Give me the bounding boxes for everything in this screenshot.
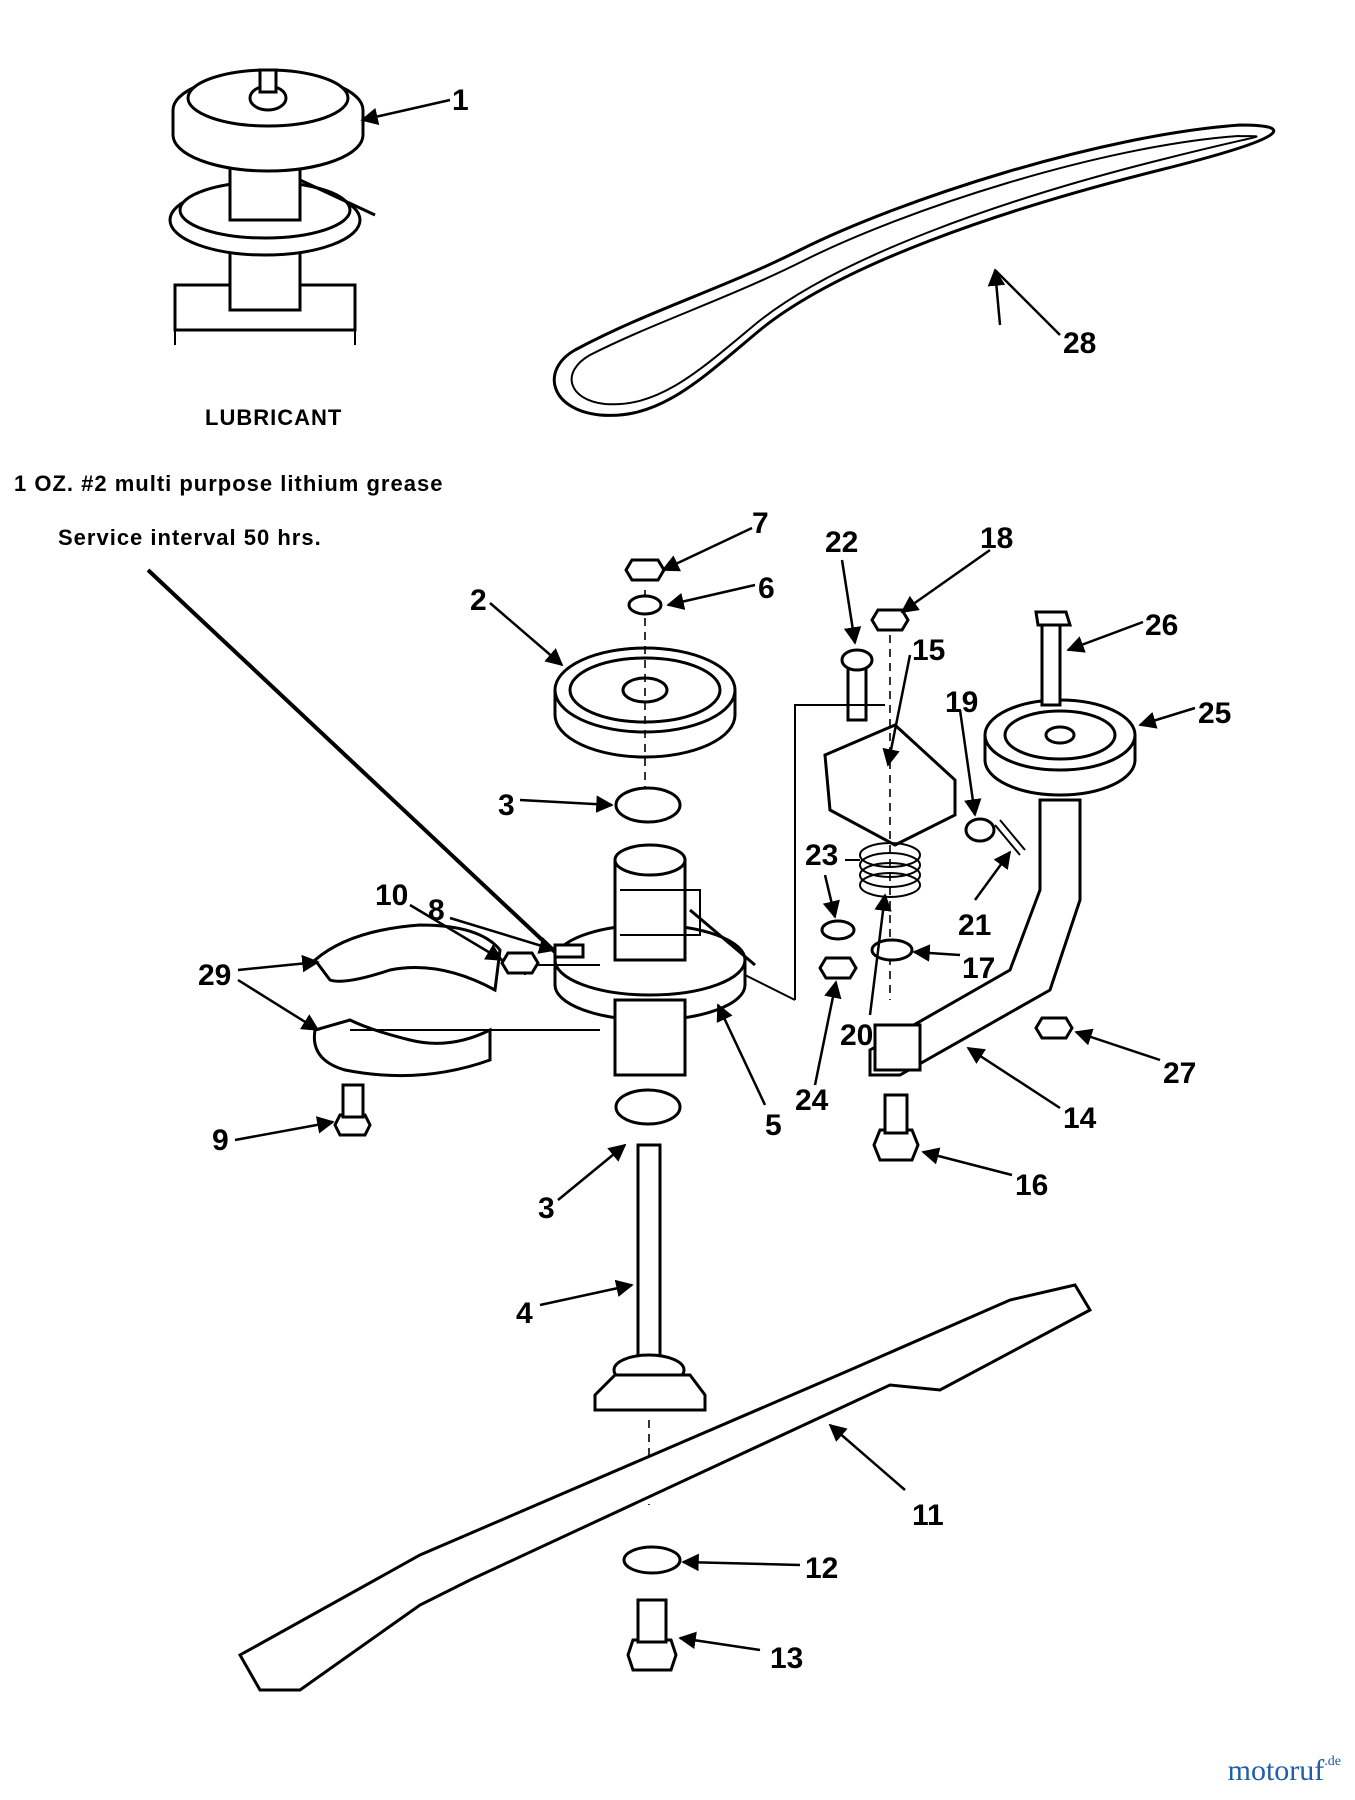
callout-18: 18 bbox=[980, 522, 1013, 555]
callout-29: 29 bbox=[198, 959, 231, 992]
grease-fitting-illustration bbox=[553, 943, 585, 959]
callout-19: 19 bbox=[945, 686, 978, 719]
callout-17: 17 bbox=[962, 952, 995, 985]
spindle-assembly-illustration bbox=[168, 68, 376, 345]
callout-22: 22 bbox=[825, 526, 858, 559]
lower-bearing-illustration bbox=[614, 1088, 682, 1126]
callout-3-upper: 3 bbox=[498, 789, 515, 822]
callout-27: 27 bbox=[1163, 1057, 1196, 1090]
watermark-logo: motoruf.de bbox=[1228, 1754, 1341, 1788]
callout-13: 13 bbox=[770, 1642, 803, 1675]
callout-1: 1 bbox=[452, 84, 469, 117]
shoulder-bolt-illustration bbox=[872, 1128, 920, 1162]
blade-washer-illustration bbox=[622, 1545, 682, 1575]
callout-24: 24 bbox=[795, 1084, 829, 1117]
cotter-pin-illustration bbox=[994, 819, 1026, 856]
blade-bolt-illustration bbox=[626, 1638, 678, 1672]
upper-bearing-illustration bbox=[614, 786, 682, 824]
shim-plate-upper-illustration bbox=[312, 923, 502, 993]
nut-27-illustration bbox=[1034, 1016, 1074, 1040]
callout-11: 11 bbox=[912, 1499, 944, 1532]
hex-nut-18-illustration bbox=[870, 608, 910, 632]
callout-21: 21 bbox=[958, 909, 991, 942]
callout-23: 23 bbox=[805, 839, 838, 872]
callout-7: 7 bbox=[752, 507, 769, 540]
callout-5: 5 bbox=[765, 1109, 782, 1142]
callout-26: 26 bbox=[1145, 609, 1178, 642]
callout-25: 25 bbox=[1198, 697, 1231, 730]
nut-24-illustration bbox=[818, 956, 858, 980]
spindle-housing-illustration bbox=[553, 843, 756, 1077]
callout-16: 16 bbox=[1015, 1169, 1048, 1202]
callout-12: 12 bbox=[805, 1552, 838, 1585]
callout-28: 28 bbox=[1063, 327, 1096, 360]
shim-plate-lower-illustration bbox=[312, 1018, 492, 1078]
washer-19-illustration bbox=[964, 817, 996, 843]
washer-23-illustration bbox=[820, 919, 856, 941]
idler-pulley-illustration bbox=[983, 698, 1137, 797]
callout-15: 15 bbox=[912, 634, 945, 667]
lubricant-spec: 1 OZ. #2 multi purpose lithium grease bbox=[14, 471, 444, 496]
plate-bolt-illustration bbox=[333, 1113, 372, 1137]
leader-arrows bbox=[234, 98, 1196, 1652]
idler-bracket-illustration bbox=[823, 723, 957, 847]
callout-8: 8 bbox=[428, 894, 445, 927]
service-interval: Service interval 50 hrs. bbox=[58, 525, 322, 550]
drive-belt-illustration bbox=[552, 123, 1276, 417]
washer-17-illustration bbox=[870, 938, 914, 962]
callout-20: 20 bbox=[840, 1019, 873, 1052]
torsion-spring-illustration bbox=[845, 842, 921, 898]
spindle-shaft-illustration bbox=[593, 1143, 707, 1505]
idler-bolt-illustration bbox=[1040, 623, 1062, 707]
lubricant-title: LUBRICANT bbox=[205, 405, 343, 430]
callout-4: 4 bbox=[516, 1297, 533, 1330]
callout-6: 6 bbox=[758, 572, 775, 605]
cutting-blade-illustration bbox=[237, 1283, 1093, 1692]
callout-9: 9 bbox=[212, 1124, 229, 1157]
hex-nut-illustration bbox=[500, 951, 540, 975]
callout-10: 10 bbox=[375, 879, 408, 912]
callout-3-lower: 3 bbox=[538, 1192, 555, 1225]
callout-2: 2 bbox=[470, 584, 487, 617]
spindle-pulley-illustration bbox=[553, 558, 737, 790]
watermark-main: motoruf bbox=[1227, 1754, 1325, 1787]
watermark-ext: .de bbox=[1324, 1754, 1341, 1769]
callout-14: 14 bbox=[1063, 1102, 1097, 1135]
